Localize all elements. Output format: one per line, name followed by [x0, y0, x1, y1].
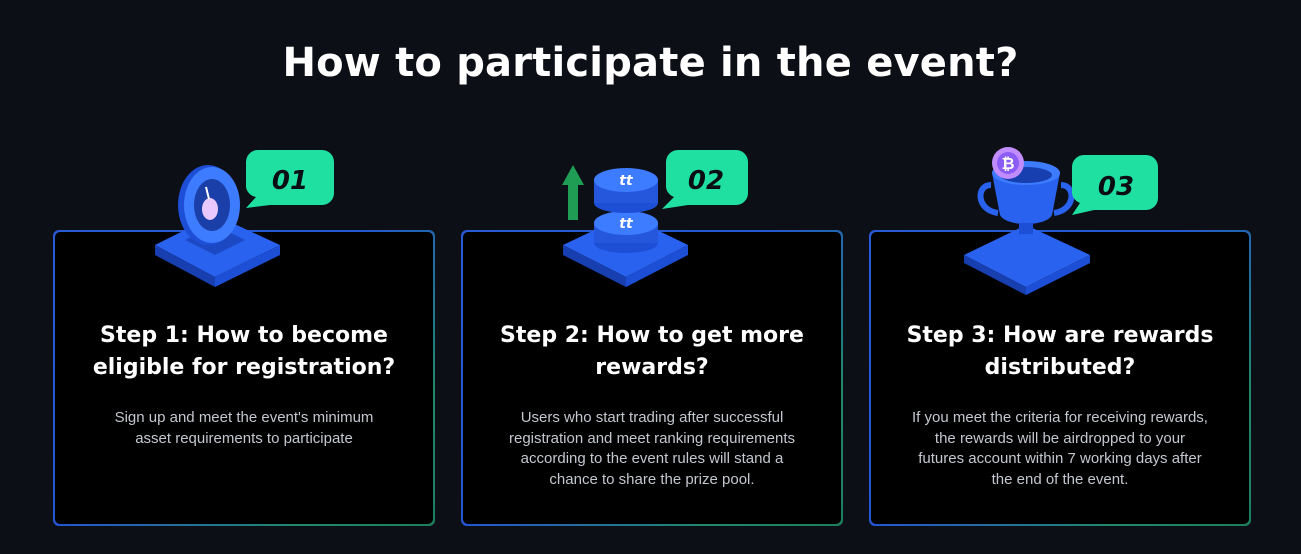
- step-badge: 02: [662, 150, 748, 209]
- svg-text:₿: ₿: [1001, 154, 1014, 173]
- step-desc-line: If you meet the criteria for receiving r…: [912, 409, 1208, 426]
- step-card-3: Step 3: How are rewards distributed? If …: [869, 230, 1251, 526]
- step-desc-line: asset requirements to participate: [135, 429, 353, 447]
- svg-text:tt: tt: [619, 216, 634, 232]
- step-title-line1: Step 1: How to become: [100, 323, 388, 348]
- step-title-line2: eligible for registration?: [92, 355, 396, 380]
- page-title: How to participate in the event?: [282, 40, 1019, 86]
- step-title: Step 1: How to become eligible for regis…: [55, 232, 433, 384]
- step-description: Users who start trading after successful…: [463, 408, 841, 490]
- step-title-line2: rewards?: [595, 355, 709, 380]
- step-title: Step 2: How to get more rewards?: [463, 232, 841, 384]
- step-badge: 03: [1072, 155, 1158, 215]
- step-card-1: Step 1: How to become eligible for regis…: [53, 230, 435, 526]
- step-desc-line: according to the event rules will stand …: [520, 450, 784, 467]
- step-title-line1: Step 2: How to get more: [500, 323, 804, 348]
- coin-stack-icon: tt tt 02: [562, 150, 748, 287]
- step-desc-line: the rewards will be airdropped to your: [934, 429, 1186, 447]
- step-badge-number: 03: [1098, 172, 1134, 202]
- step-title-line1: Step 3: How are rewards: [906, 323, 1214, 348]
- svg-text:tt: tt: [619, 173, 634, 189]
- step-desc-line: chance to share the prize pool.: [549, 470, 755, 488]
- step-desc-line: futures account within 7 working days af…: [918, 450, 1202, 467]
- compass-dial-icon: 01: [155, 150, 334, 287]
- step-badge: 01: [246, 150, 334, 208]
- step-desc-line: Users who start trading after successful: [520, 409, 784, 426]
- step-description: Sign up and meet the event's minimum ass…: [55, 408, 433, 449]
- step-desc-line: the end of the event.: [991, 470, 1129, 488]
- step-description: If you meet the criteria for receiving r…: [871, 408, 1249, 490]
- step-badge-number: 01: [272, 166, 308, 196]
- step-desc-line: registration and meet ranking requiremen…: [509, 429, 795, 447]
- step-desc-line: Sign up and meet the event's minimum: [114, 409, 374, 426]
- step-title-line2: distributed?: [984, 355, 1136, 380]
- step-badge-number: 02: [688, 166, 724, 196]
- trophy-bitcoin-icon: ₿ 03: [964, 147, 1158, 295]
- step-title: Step 3: How are rewards distributed?: [871, 232, 1249, 384]
- step-card-2: Step 2: How to get more rewards? Users w…: [461, 230, 843, 526]
